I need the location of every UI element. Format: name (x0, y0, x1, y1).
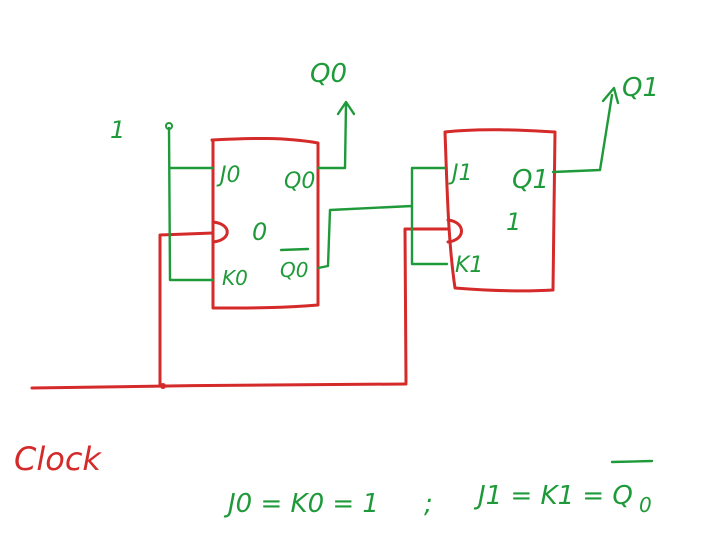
equation-ff1-subscript: 0 (639, 493, 652, 517)
clock-bus (30, 382, 408, 390)
flipflop1-box (443, 128, 557, 293)
q1-output-wire (551, 93, 614, 174)
ff0-q-label: Q0 (284, 169, 315, 194)
ff1-state-label: 1 (506, 208, 521, 236)
flipflop1-clock-bubble (446, 218, 463, 244)
ff0-k-label: K0 (222, 266, 248, 290)
input-one-wire (167, 126, 215, 282)
q0bar-to-j1k1-wire (316, 166, 449, 270)
q1-output-label: Q1 (622, 73, 659, 103)
clock-junction (160, 383, 166, 389)
equation-ff1: J1 = K1 = Q (473, 481, 633, 511)
q0-output-label: Q0 (310, 59, 347, 89)
clock-wire-ff0 (158, 231, 215, 388)
equation-separator: ; (424, 489, 433, 519)
equation-ff0: J0 = K0 = 1 (223, 489, 379, 519)
ff1-q-label: Q1 (512, 165, 549, 195)
ff1-j-label: J1 (448, 161, 473, 186)
q0-output-wire (316, 102, 348, 170)
clock-wire-ff1 (403, 227, 450, 384)
clock-label: Clock (14, 440, 102, 478)
input-one-label: 1 (110, 116, 125, 144)
equation-ff1-overline (610, 459, 654, 464)
ff0-qbar-overline (279, 247, 310, 252)
ff0-qbar-label: Q0 (280, 258, 308, 282)
q0-output-arrowhead (336, 100, 356, 116)
flipflop0-clock-bubble (211, 220, 229, 244)
ff1-k-label: K1 (455, 253, 483, 278)
ff0-j-label: J0 (216, 163, 241, 188)
ff0-state-label: 0 (252, 218, 267, 246)
q1-output-arrowhead (601, 86, 620, 105)
